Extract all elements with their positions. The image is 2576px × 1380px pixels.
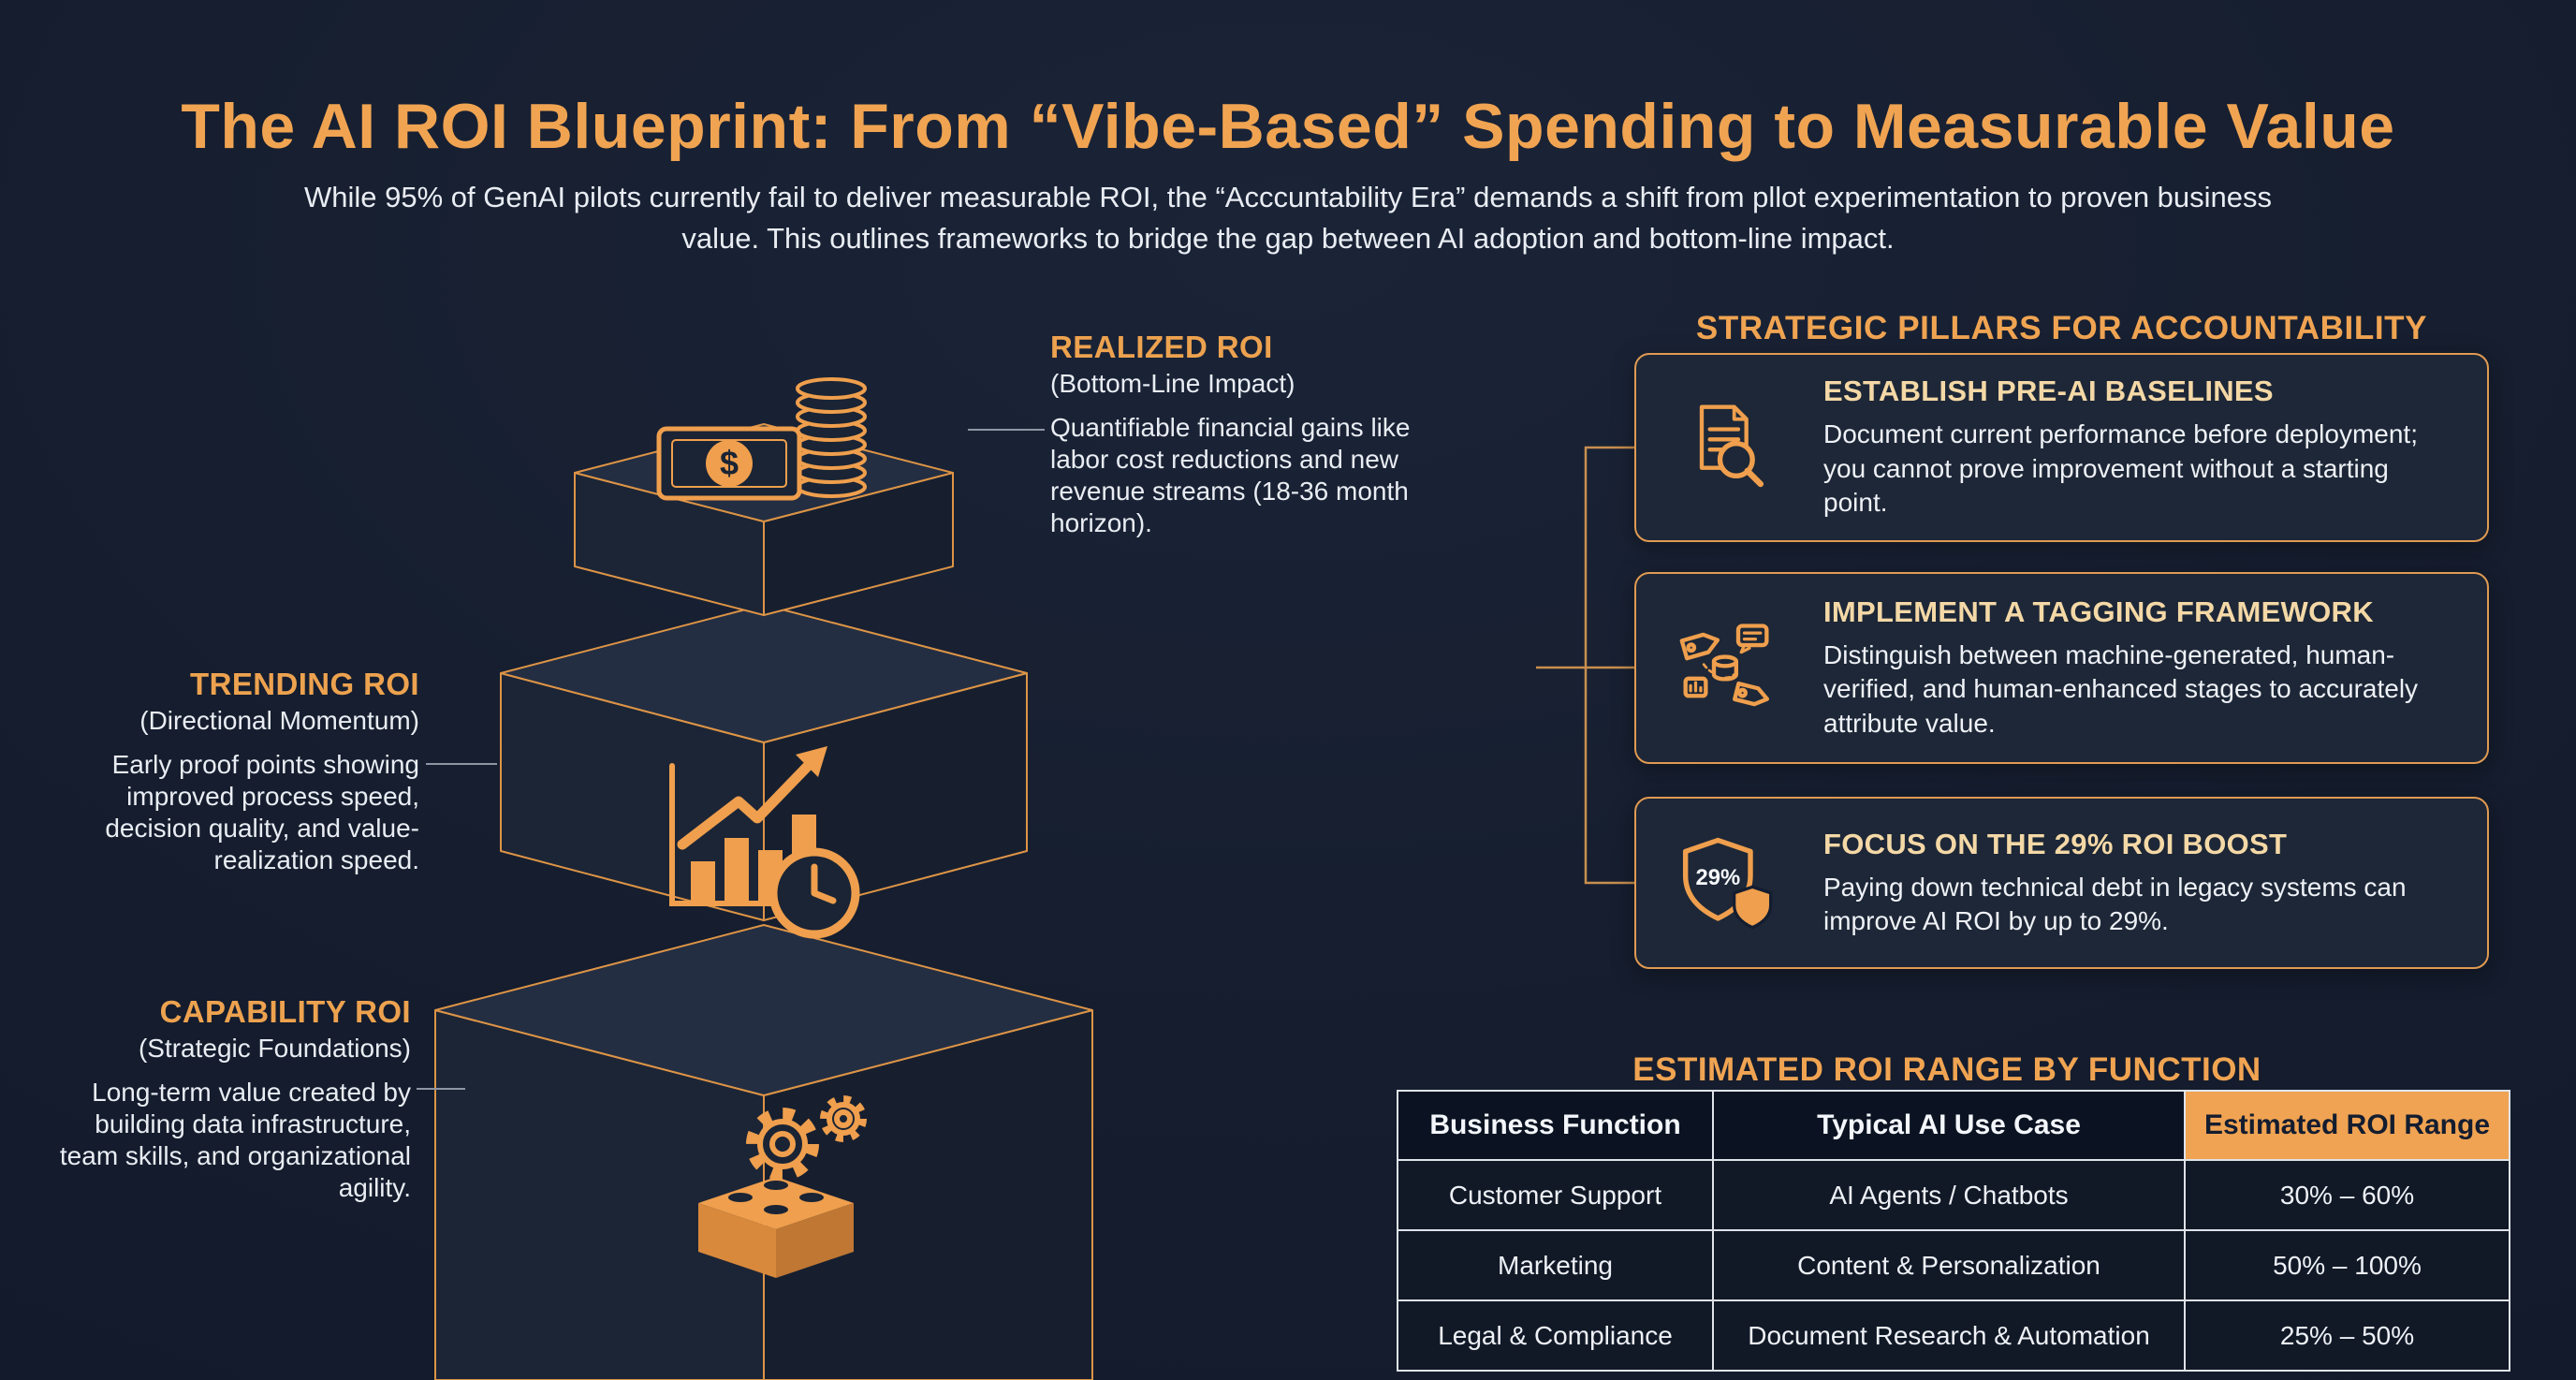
- gear-small-icon: [820, 1095, 867, 1142]
- roi-table-row: Customer Support AI Agents / Chatbots 30…: [1397, 1159, 2510, 1231]
- pillar-description: Paying down technical debt in legacy sys…: [1823, 872, 2407, 935]
- cell-roi-range: 50% – 100%: [2184, 1229, 2510, 1301]
- pillar-card-roi-boost: 29% FOCUS ON THE 29% ROI BOOST Paying do…: [1634, 797, 2489, 969]
- svg-text:$: $: [720, 444, 739, 482]
- column-header-business-function: Business Function: [1397, 1090, 1714, 1161]
- tier-label-trending: TRENDING ROI (Directional Momentum) Earl…: [54, 667, 419, 877]
- pillar-text: ESTABLISH PRE-AI BASELINES Document curr…: [1823, 374, 2453, 520]
- connector-line-capability: [417, 1088, 465, 1090]
- pyramid-tier-capability-box: [434, 924, 1093, 1380]
- pillars-section-title: STRATEGIC PILLARS FOR ACCOUNTABILITY: [1695, 310, 2428, 347]
- roi-table-header-row: Business Function Typical AI Use Case Es…: [1397, 1090, 2510, 1161]
- coin-stack-icon: [796, 377, 867, 498]
- roi-table-row: Legal & Compliance Document Research & A…: [1397, 1299, 2510, 1372]
- tier-description: Long-term value created by building data…: [59, 1078, 411, 1203]
- shield-29-percent-icon: 29%: [1674, 834, 1778, 932]
- shield-badge-text: 29%: [1695, 865, 1740, 890]
- page-subtitle: While 95% of GenAI pilots currently fail…: [303, 181, 2273, 256]
- tier-description: Quantifiable financial gains like labor …: [1050, 413, 1411, 538]
- pillar-description: Distinguish between machine-generated, h…: [1823, 639, 2419, 738]
- tier-label-capability: CAPABILITY ROI (Strategic Foundations) L…: [37, 994, 411, 1205]
- brick-icon: [698, 1177, 854, 1278]
- tier-subtitle: (Directional Momentum): [139, 706, 419, 735]
- gears-brick-icon: [698, 1095, 867, 1278]
- page-title: The AI ROI Blueprint: From “Vibe-Based” …: [181, 90, 2395, 162]
- pillar-title: ESTABLISH PRE-AI BASELINES: [1823, 374, 2274, 408]
- cell-use-case: Document Research & Automation: [1712, 1299, 2186, 1372]
- tier-description: Early proof points showing improved proc…: [105, 750, 419, 875]
- tier-label-realized: REALIZED ROI (Bottom-Line Impact) Quanti…: [1050, 330, 1462, 540]
- gear-large-icon: [746, 1108, 819, 1181]
- tier-subtitle: (Bottom-Line Impact): [1050, 369, 1295, 398]
- column-header-use-case: Typical AI Use Case: [1712, 1090, 2186, 1161]
- roi-table-row: Marketing Content & Personalization 50% …: [1397, 1229, 2510, 1301]
- roi-pyramid-diagram: $: [434, 377, 1093, 1380]
- tier-title: CAPABILITY ROI: [159, 994, 411, 1029]
- growth-chart-clock-icon: [669, 746, 860, 939]
- tier-subtitle: (Strategic Foundations): [138, 1034, 411, 1063]
- roi-table-title: ESTIMATED ROI RANGE BY FUNCTION: [1632, 1051, 2261, 1089]
- pillar-text: IMPLEMENT A TAGGING FRAMEWORK Distinguis…: [1823, 595, 2453, 741]
- cash-and-coins-icon: $: [656, 377, 867, 501]
- column-header-roi-range: Estimated ROI Range: [2184, 1090, 2510, 1161]
- tier-title: REALIZED ROI: [1050, 330, 1273, 364]
- baseline-document-icon: [1674, 399, 1778, 496]
- connector-line-realized: [968, 429, 1045, 431]
- roi-table: Business Function Typical AI Use Case Es…: [1397, 1090, 2510, 1372]
- pillar-title: FOCUS ON THE 29% ROI BOOST: [1823, 827, 2288, 860]
- cell-roi-range: 30% – 60%: [2184, 1159, 2510, 1231]
- tagging-framework-icon: [1674, 620, 1778, 717]
- connector-line-trending: [426, 763, 497, 765]
- cell-use-case: Content & Personalization: [1712, 1229, 2186, 1301]
- cell-business-function: Customer Support: [1397, 1159, 1714, 1231]
- pillar-description: Document current performance before depl…: [1823, 419, 2418, 518]
- pillars-connector-bracket: [1536, 446, 1634, 885]
- pillar-text: FOCUS ON THE 29% ROI BOOST Paying down t…: [1823, 828, 2453, 939]
- tier-title: TRENDING ROI: [190, 667, 419, 701]
- cell-business-function: Legal & Compliance: [1397, 1299, 1714, 1372]
- cell-roi-range: 25% – 50%: [2184, 1299, 2510, 1372]
- cell-business-function: Marketing: [1397, 1229, 1714, 1301]
- dollar-bill-icon: $: [656, 426, 802, 501]
- pillar-card-tagging: IMPLEMENT A TAGGING FRAMEWORK Distinguis…: [1634, 572, 2489, 764]
- cell-use-case: AI Agents / Chatbots: [1712, 1159, 2186, 1231]
- pillar-title: IMPLEMENT A TAGGING FRAMEWORK: [1823, 595, 2374, 628]
- pillar-card-baselines: ESTABLISH PRE-AI BASELINES Document curr…: [1634, 353, 2489, 542]
